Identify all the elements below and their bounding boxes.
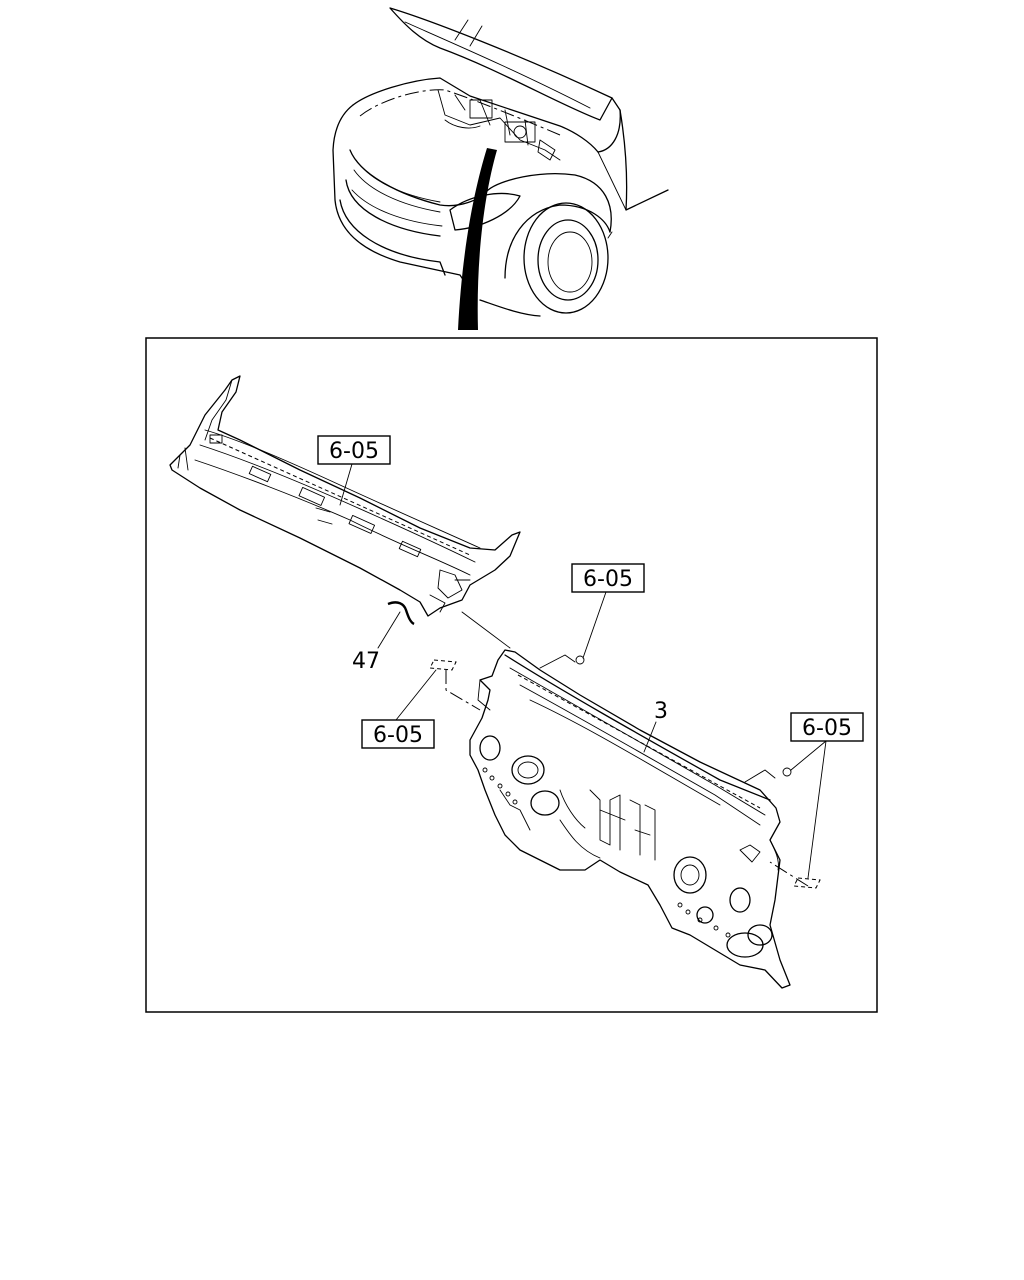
part-number-seal: 47: [352, 649, 380, 674]
vehicle-overview-illustration: [332, 7, 669, 317]
seal-part: [387, 601, 415, 626]
ref-callout-dash-right: 6-05: [790, 712, 864, 742]
svg-text:6-05: 6-05: [583, 567, 633, 592]
svg-text:6-05: 6-05: [329, 439, 379, 464]
dash-panel-illustration: [469, 649, 791, 989]
svg-text:6-05: 6-05: [802, 716, 852, 741]
ref-callout-dash-top: 6-05: [571, 563, 645, 593]
part-number-dash-panel: 3: [654, 699, 668, 724]
seal-leader: [377, 611, 401, 649]
cowl-top-panel-illustration: [169, 375, 521, 617]
svg-text:6-05: 6-05: [373, 723, 423, 748]
fastener-tape-right: [793, 877, 821, 889]
fastener-tape-left: [429, 659, 457, 671]
detail-frame: [145, 337, 878, 1013]
detail-pointer-shape: [458, 148, 497, 330]
ref-callout-dash-left: 6-05: [361, 719, 435, 749]
ref-callout-cowl-top: 6-05: [317, 435, 391, 465]
fastener-clip-right: [782, 767, 792, 777]
fastener-clip-top: [575, 655, 585, 665]
